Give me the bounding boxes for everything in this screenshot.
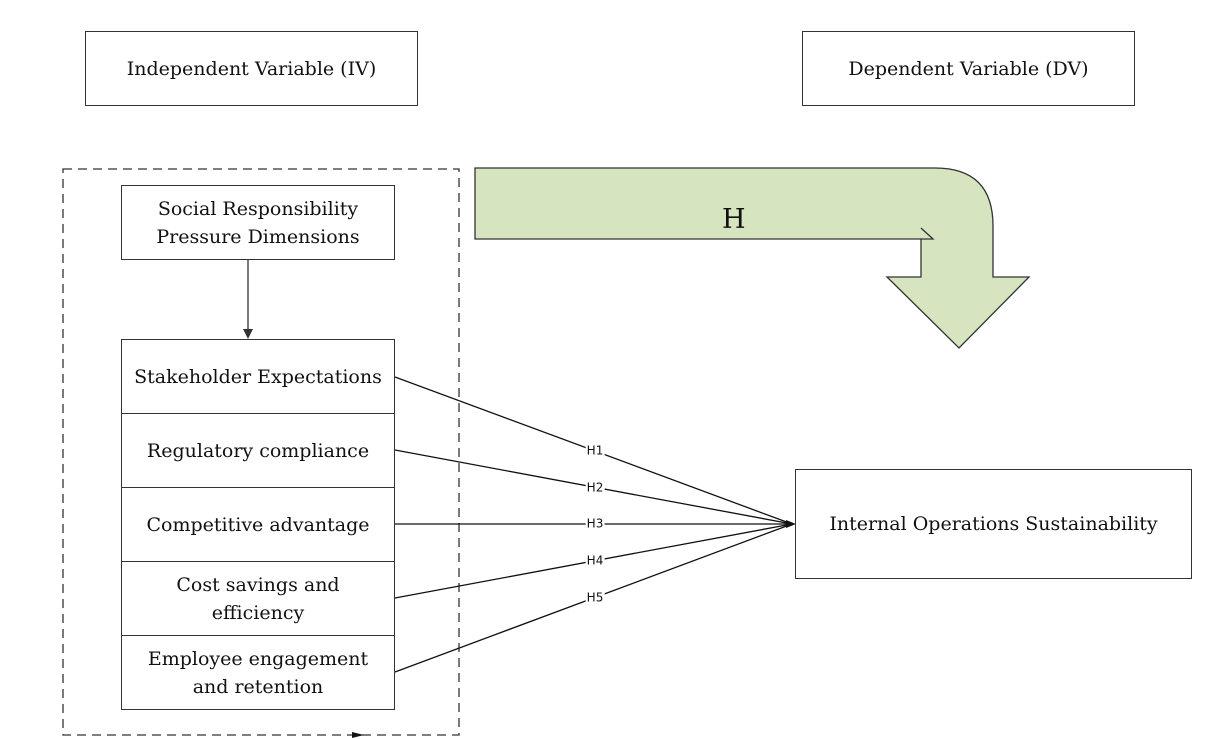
outcome-box: Internal Operations Sustainability	[795, 469, 1192, 579]
iv-header: Independent Variable (IV)	[85, 31, 418, 106]
factor-stakeholder-expectations: Stakeholder Expectations	[122, 340, 394, 414]
factor-cost-savings: Cost savings and efficiency	[122, 562, 394, 636]
hypothesis-label-h5: H5	[585, 590, 605, 605]
dimensions-box: Social Responsibility Pressure Dimension…	[121, 185, 395, 260]
factor-regulatory-compliance: Regulatory compliance	[122, 414, 394, 488]
hypothesis-label-h3: H3	[585, 516, 605, 531]
dashed-border-arrowhead	[352, 732, 364, 738]
main-arrow-notch	[920, 227, 935, 240]
factor-employee-engagement: Employee engagement and retention	[147, 647, 369, 698]
main-hypothesis-label: H	[722, 204, 746, 235]
dimensions-arrowhead	[243, 329, 253, 339]
outcome-arrowhead	[786, 520, 796, 528]
main-hypothesis-arrow	[474, 167, 1031, 349]
factor-competitive-advantage: Competitive advantage	[122, 488, 394, 562]
dv-header: Dependent Variable (DV)	[802, 31, 1135, 106]
hypothesis-label-h2: H2	[585, 480, 605, 495]
hypothesis-label-h1: H1	[585, 443, 605, 458]
factor-stack: Stakeholder Expectations Regulatory comp…	[121, 339, 395, 710]
hypothesis-label-h4: H4	[585, 553, 605, 568]
iv-group-dashed-border	[62, 168, 460, 736]
